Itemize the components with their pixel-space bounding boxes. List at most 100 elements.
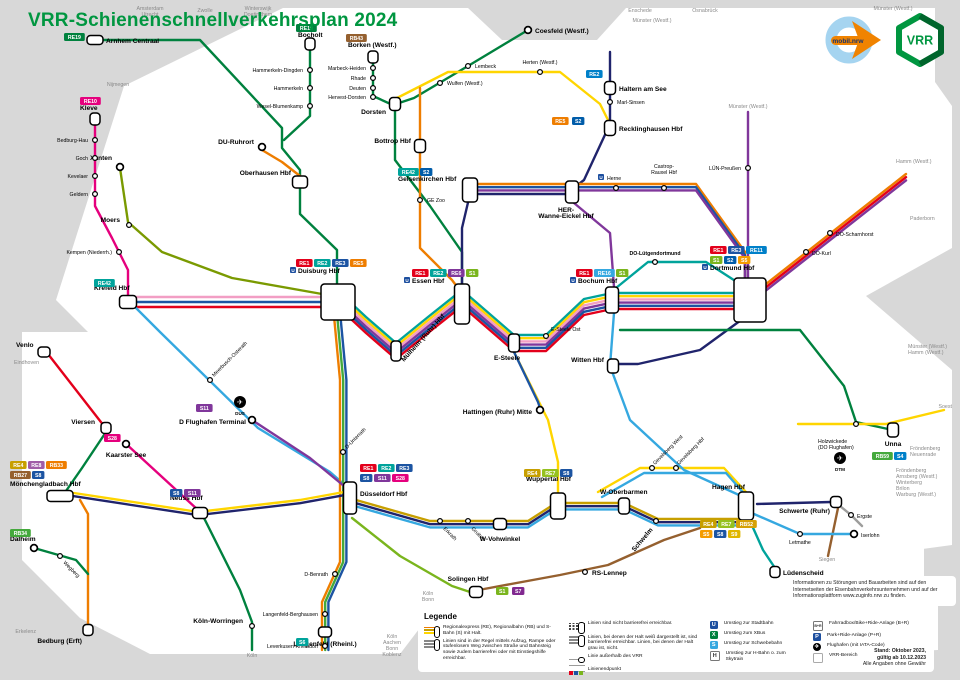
station-stop: [370, 93, 377, 100]
rail-line: [260, 148, 302, 178]
line-badge-label: S11: [200, 406, 209, 412]
line-badge-label: RB43: [350, 36, 363, 42]
rail-line: [796, 408, 946, 426]
line-badge: [718, 520, 735, 528]
station-label: Kaarster See: [106, 452, 147, 459]
line-badge: [374, 474, 391, 482]
line-badge: [700, 530, 713, 538]
station-label: Dorsten: [361, 109, 386, 116]
line-badge-label: S1: [619, 271, 625, 277]
rail-line: [759, 179, 908, 296]
station-hub: [37, 346, 51, 358]
station-label: Wulfen (Westf.): [447, 81, 483, 87]
station-hub: [564, 180, 580, 204]
rail-line: [617, 313, 750, 366]
out-icon: [568, 654, 585, 673]
line-badge: [872, 452, 893, 460]
station-terminus: [29, 543, 39, 553]
station-label: E-Steele: [494, 355, 520, 362]
station-label: Arnhem Centraal: [106, 38, 159, 45]
station-label: Mönchengladbach Hbf: [10, 481, 82, 488]
line-badge: [296, 638, 309, 646]
station-stop: [581, 568, 588, 575]
line-badge: [420, 168, 433, 176]
line-badge: [448, 269, 465, 277]
mobil-band: [831, 36, 865, 45]
station-hub: [461, 177, 479, 203]
legend-heading: Legende: [424, 612, 457, 621]
iata-code: DUS: [235, 411, 245, 416]
destination-label: Soest: [938, 404, 952, 410]
station-stop: [437, 79, 444, 86]
logo-row: mobil.nrw VRR: [822, 12, 946, 68]
line-badge: [524, 469, 541, 477]
station-hub: [617, 497, 631, 515]
stadtbahn-u-glyph: U: [405, 278, 409, 283]
line-badge: [738, 256, 751, 264]
line-badge-label: RE2: [317, 261, 327, 267]
line-badge: [10, 471, 31, 479]
rail-line: [91, 38, 339, 286]
station-stop: [307, 66, 314, 73]
rail-line: [826, 506, 840, 558]
station-label: Gelsenkirchen Hbf: [398, 176, 457, 183]
station-hub: [737, 491, 755, 521]
station-stop: [536, 68, 543, 75]
station-stop: [802, 249, 809, 256]
station-label: E-Steele Ost: [551, 327, 581, 333]
station-label: Wesel-Blumenkamp: [257, 104, 303, 110]
line-badge-label: S5: [741, 258, 747, 264]
station-hub: [388, 96, 402, 112]
station-label: Wuppertal Hbf: [526, 476, 572, 483]
stand-line-2: gültig ab 10.12.2023: [876, 654, 926, 661]
line-badge: [710, 246, 727, 254]
station-label: Kevelaer: [68, 174, 89, 180]
station-stop: [91, 137, 98, 144]
station-label: Krefeld Hbf: [94, 285, 130, 292]
line-badge: [196, 404, 213, 412]
station-hub: [100, 421, 112, 435]
rail-line: [482, 526, 702, 591]
legend-item-text: VRR-Bereich: [828, 653, 858, 658]
station-hub: [317, 626, 333, 638]
line-badge: [894, 452, 907, 460]
destination-label: Köln: [247, 653, 258, 659]
airplane-glyph: ✈: [837, 455, 843, 462]
line-badge-label: RB59: [876, 454, 889, 460]
line-badge-label: S11: [188, 491, 197, 497]
station-label: W-Oberbarmen: [600, 489, 648, 496]
line-badge: [170, 489, 183, 497]
rail-line: [327, 314, 348, 652]
station-hub: [413, 138, 427, 154]
airport-icon: [834, 452, 846, 464]
plane-icon: ✈: [812, 643, 821, 651]
schwebe-icon: S: [709, 641, 718, 649]
line-badge: [714, 530, 727, 538]
line-badge: [360, 464, 377, 472]
line-badge-label: S1: [499, 589, 505, 595]
validity-note: Stand: Oktober 2023, gültig ab 10.12.202…: [863, 648, 926, 668]
line-badge-label: S2: [575, 119, 581, 125]
station-label: Lembeck: [475, 64, 496, 70]
station-stop: [847, 511, 854, 518]
station-stop: [91, 191, 98, 198]
station-stop: [340, 449, 347, 456]
station-label: Ergste: [857, 514, 872, 520]
line-badge: [512, 587, 525, 595]
station-stop: [370, 74, 377, 81]
line-badge: [184, 489, 201, 497]
line-badge-label: RE3: [731, 248, 741, 254]
line-badge: [398, 168, 419, 176]
cap-icon: [424, 639, 440, 652]
station-stop: [370, 84, 377, 91]
line-badge-label: S28: [396, 476, 405, 482]
station-label: HER-Wanne-Eickel Hbf: [538, 207, 594, 220]
line-badge-label: RE2: [433, 271, 443, 277]
station-label: Witten Hbf: [571, 357, 605, 364]
station-hub: [320, 283, 356, 321]
station-stop: [606, 98, 613, 105]
